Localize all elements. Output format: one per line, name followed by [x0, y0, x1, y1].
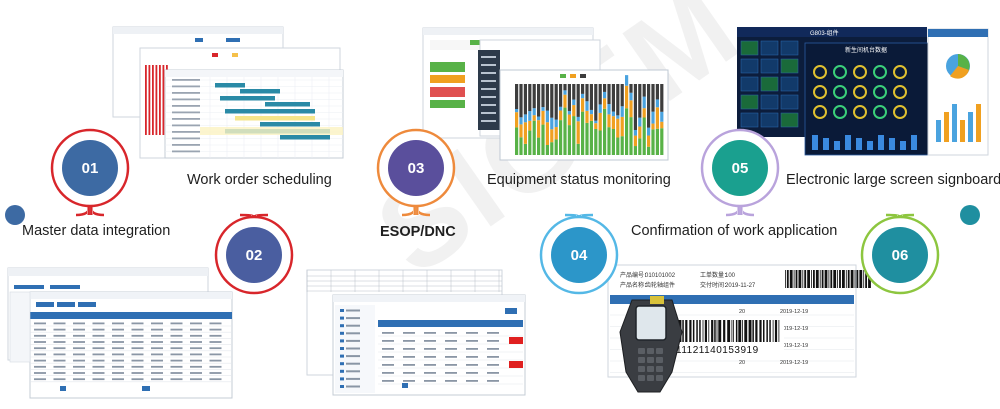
row-qty: 20 — [739, 309, 745, 315]
master-data-table-thumbnail — [7, 267, 233, 399]
step-disc — [712, 140, 768, 196]
dashboard-header: G803-组件 — [810, 29, 839, 37]
dashboard-thumbnail: G803-组件 新生间机台数据 — [737, 27, 989, 156]
qty-value: 100 — [725, 273, 736, 279]
step-04: 04 — [539, 213, 619, 295]
step-number: 02 — [246, 247, 263, 264]
step-03: 03 — [376, 128, 456, 217]
step-disc — [62, 140, 118, 196]
step-label-02: Work order scheduling — [187, 172, 332, 188]
step-disc — [872, 227, 928, 283]
step-number: 06 — [892, 247, 909, 264]
step-number: 04 — [571, 247, 588, 264]
equipment-status-thumbnail — [422, 27, 669, 161]
gantt-chart-thumbnail — [112, 26, 344, 159]
esop-document-thumbnail — [306, 269, 526, 396]
barcode-number: 11121140153919 — [676, 345, 759, 356]
scanner-illustration — [619, 296, 683, 393]
step-label-03: ESOP/DNC — [380, 224, 456, 240]
step-disc — [551, 227, 607, 283]
row-qty: 20 — [739, 360, 745, 366]
step-label-01: Master data integration — [22, 223, 171, 239]
row-date: 2019-12-19 — [780, 309, 808, 315]
step-label-04: Equipment status monitoring — [487, 172, 671, 188]
product-code-value: 010101002 — [645, 273, 676, 279]
end-dot — [960, 205, 980, 225]
row-date: 2019-12-19 — [780, 326, 808, 332]
product-name-label: 产品名称： — [620, 281, 650, 289]
qty-label: 工单数量： — [700, 271, 730, 279]
row-date: 2019-12-19 — [780, 360, 808, 366]
step-01: 01 — [50, 128, 130, 217]
step-disc — [388, 140, 444, 196]
step-06: 06 — [860, 213, 940, 295]
start-dot — [5, 205, 25, 225]
row-date: 2019-12-19 — [780, 343, 808, 349]
step-number: 05 — [732, 160, 749, 177]
product-code-label: 产品编号： — [620, 271, 650, 279]
step-02: 02 — [214, 213, 294, 295]
product-name-value: 齿轮轴组件 — [645, 281, 675, 289]
step-number: 03 — [408, 160, 425, 177]
dashboard-title: 新生间机台数据 — [845, 46, 887, 54]
date-value: 2019-11-27 — [725, 283, 756, 289]
date-label: 交付时间： — [700, 281, 730, 289]
step-label-05: Confirmation of work application — [631, 223, 838, 239]
step-number: 01 — [82, 160, 99, 177]
step-label-06: Electronic large screen signboard — [786, 172, 1000, 188]
step-05: 05 — [700, 128, 780, 217]
step-disc — [226, 227, 282, 283]
